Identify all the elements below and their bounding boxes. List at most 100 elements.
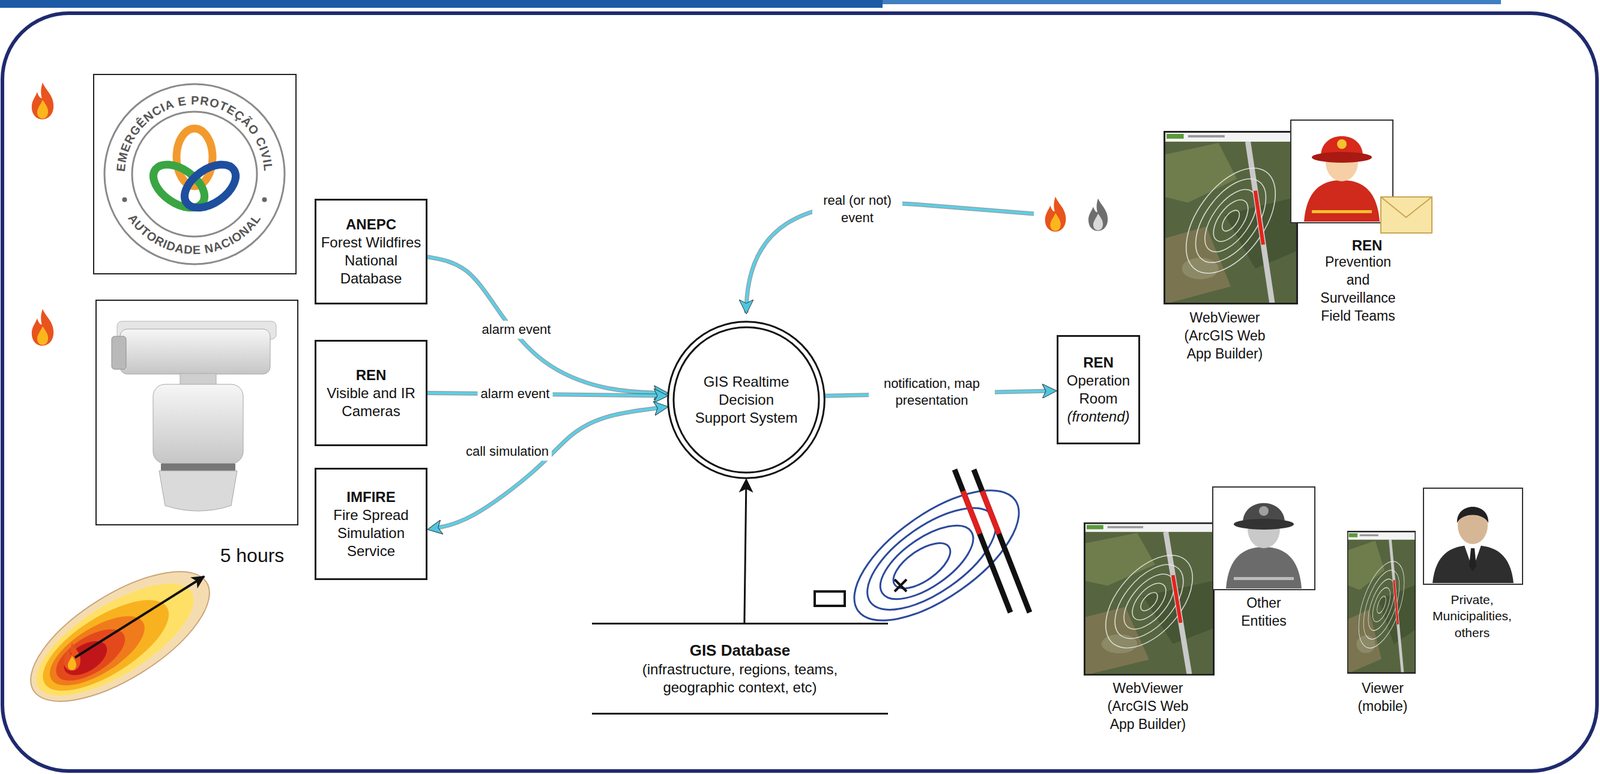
fire-spread-map: [11, 546, 230, 727]
fire-icon-grey: [1088, 198, 1108, 232]
header-bar: [0, 0, 1501, 8]
anepc-logo: [262, 196, 268, 202]
firefighter-icon: [1311, 151, 1372, 163]
edge-label: alarm event: [479, 320, 555, 339]
header-bar: [882, 0, 1501, 5]
database-band: GIS Database(infrastructure, regions, te…: [591, 622, 888, 715]
edge-label: notification, map presentation: [868, 374, 995, 409]
firefighter-icon: [1290, 120, 1393, 223]
caption-label: WebViewer (ArcGIS Web App Builder): [1179, 309, 1270, 364]
node-text: Forest Wildfires National Database: [320, 233, 423, 288]
firefighter-icon-grey: [1233, 576, 1294, 580]
fire-icon: [1045, 196, 1067, 232]
connector-arrow: [427, 256, 663, 394]
fire-spread-map: [20, 562, 211, 717]
ptz-camera: [159, 470, 238, 511]
ptz-camera: [153, 384, 244, 464]
data-source-box: RENVisible and IR Cameras: [314, 339, 428, 447]
service-box: IMFIREFire Spread Simulation Service: [314, 467, 428, 580]
businessman-icon: [1423, 488, 1523, 585]
caption-label: real (or not) event: [812, 192, 903, 227]
fire-icon: [31, 82, 54, 120]
circle-outline: [668, 321, 825, 479]
contour-map-symbol: [833, 465, 1040, 645]
slide-frame: [2, 13, 1597, 771]
ptz-camera: [111, 336, 127, 370]
webviewer-screenshot: [1163, 130, 1299, 305]
contour-map-symbol: [886, 534, 958, 597]
envelope-icon: [1380, 196, 1432, 218]
contour-map-symbol: [833, 465, 1040, 645]
contour-map-symbol: [963, 491, 1000, 534]
node-text: (frontend): [1066, 407, 1130, 426]
businessman-icon: [1423, 488, 1523, 585]
firefighter-icon: [1290, 120, 1393, 223]
operation-room-box: RENOperation Room(frontend): [1056, 335, 1141, 445]
connector-shadow: [433, 407, 663, 529]
firefighter-icon: [1337, 139, 1347, 149]
caption-label: Prevention and Surveillance Field Teams: [1316, 253, 1401, 326]
connector-arrow: [433, 407, 663, 529]
businessman-icon: [1469, 548, 1477, 571]
fire-spread-map: [11, 546, 230, 727]
connectors: [427, 256, 1051, 623]
firefighter-icon-grey: [1212, 486, 1315, 590]
connector-group: [427, 256, 663, 394]
map-symbol: [814, 591, 845, 606]
data-source-box: ANEPCForest Wildfires National Database: [314, 198, 428, 305]
firefighter-icon-grey: [1233, 518, 1294, 530]
caption-label: 5 hours: [204, 543, 301, 569]
circle-outline: [673, 327, 819, 473]
envelope-icon: [1380, 196, 1432, 233]
logo-text: EMERGÊNCIA E PROTEÇÃO CIVIL: [114, 93, 275, 173]
node-heading: REN: [356, 366, 387, 385]
node-heading: GIS Database: [689, 640, 791, 661]
caption-label: REN: [1343, 235, 1392, 255]
logo-text: AUTORIDADE NACIONAL: [125, 211, 263, 257]
caption-label: Viewer (mobile): [1349, 679, 1416, 716]
anepc-logo: [104, 84, 285, 265]
businessman-icon: [1457, 506, 1489, 523]
anepc-logo: [122, 196, 128, 202]
connector-arrow: [744, 483, 747, 623]
contour-map-symbol: [954, 469, 1030, 613]
caption-label: WebViewer (ArcGIS Web App Builder): [1102, 679, 1193, 734]
caption-label: Private, Municipalities, others: [1419, 591, 1525, 641]
firefighter-icon-grey: [1258, 506, 1269, 516]
fire-spread-map: [11, 546, 230, 727]
firefighter-icon: [1304, 180, 1380, 222]
anepc-logo: EMERGÊNCIA E PROTEÇÃO CIVIL AUTORIDADE NA…: [93, 74, 296, 274]
ptz-camera: [96, 300, 298, 525]
fire-spread-map: [75, 576, 205, 658]
contour-map-symbol: [833, 465, 1040, 645]
node-text: Fire Spread Simulation Service: [320, 506, 423, 561]
logo-text: EMERGÊNCIA E PROTEÇÃO CIVIL: [114, 93, 275, 173]
ptz-camera: [180, 373, 217, 386]
decision-system-circle: GIS Realtime Decision Support System: [666, 320, 827, 480]
firefighter-icon-grey: [1212, 486, 1315, 590]
logo-text: EMERGÊNCIA E PROTEÇÃO CIVIL AUTORIDADE NA…: [114, 93, 275, 257]
anepc-logo: [177, 156, 244, 217]
businessman-icon: [1432, 545, 1514, 583]
contour-map-symbol: [894, 579, 907, 592]
ptz-camera: [160, 463, 236, 471]
node-text: Visible and IR Cameras: [320, 384, 423, 421]
mobile-screenshot: [1347, 530, 1416, 674]
connector-group: [744, 483, 747, 623]
node-text: GIS Realtime Decision Support System: [692, 372, 801, 427]
ptz-camera: [96, 300, 298, 525]
header-bar: [0, 0, 883, 8]
node-text: (infrastructure, regions, teams, geograp…: [626, 660, 855, 697]
logo-text: AUTORIDADE NACIONAL: [125, 211, 263, 257]
node-heading: REN: [1083, 353, 1114, 372]
firefighter-icon: [1311, 210, 1372, 214]
node-heading: IMFIRE: [346, 488, 396, 507]
fire-icon: [31, 309, 54, 346]
anepc-logo: [132, 111, 257, 237]
connector-shadow: [427, 256, 663, 394]
firefighter-icon-grey: [1225, 546, 1302, 589]
webviewer-screenshot: [1083, 522, 1215, 676]
